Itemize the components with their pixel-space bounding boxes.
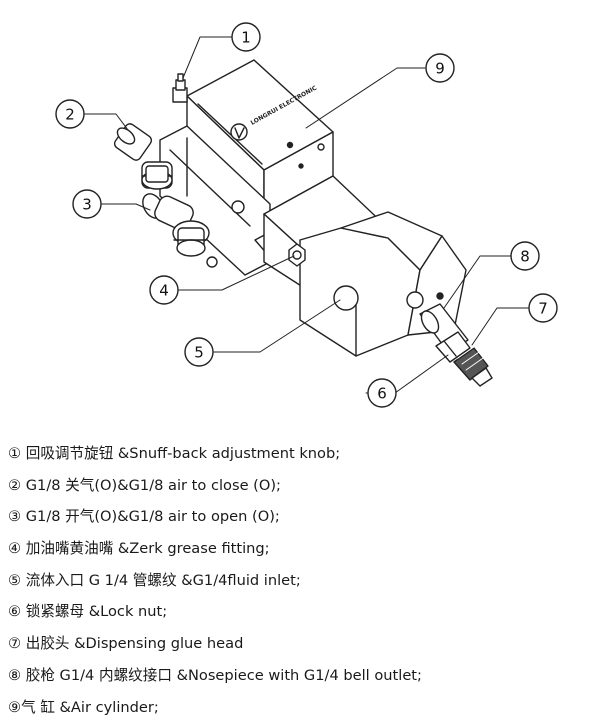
svg-text:1: 1 — [241, 29, 251, 47]
svg-text:4: 4 — [159, 282, 169, 300]
legend-item-4: ④ 加油嘴黄油嘴 &Zerk grease fitting; — [8, 540, 270, 558]
air-close-fitting — [113, 123, 173, 190]
legend-item-1: ① 回吸调节旋钮 &Snuff-back adjustment knob; — [8, 445, 341, 462]
svg-text:3: 3 — [82, 196, 92, 214]
svg-text:9: 9 — [435, 60, 445, 78]
callout-9: 9 — [425, 53, 455, 83]
legend-item-2: ② G1/8 关气(O)&G1/8 air to close (O); — [8, 476, 281, 494]
callout-8: 8 — [510, 241, 540, 271]
callout-5: 5 — [184, 337, 214, 367]
zerk-grease-fitting — [288, 243, 306, 267]
svg-text:7: 7 — [538, 300, 548, 318]
svg-text:8: 8 — [520, 248, 530, 266]
legend-item-6: ⑥ 锁紧螺母 &Lock nut; — [8, 603, 168, 621]
snuff-back-knob — [172, 73, 188, 103]
air-open-fitting — [142, 193, 210, 257]
svg-text:5: 5 — [194, 344, 204, 362]
callout-4: 4 — [149, 275, 179, 305]
callout-2: 2 — [55, 99, 85, 129]
callout-1: 1 — [231, 22, 261, 52]
svg-text:6: 6 — [377, 385, 387, 403]
legend-item-5: ⑤ 流体入口 G 1/4 管螺纹 &G1/4fluid inlet; — [8, 571, 301, 589]
parts-legend: ① 回吸调节旋钮 &Snuff-back adjustment knob; ② … — [8, 438, 583, 723]
svg-text:2: 2 — [65, 106, 75, 124]
legend-item-3: ③ G1/8 开气(O)&G1/8 air to open (O); — [8, 508, 280, 526]
callout-7: 7 — [528, 293, 558, 323]
legend-item-7: ⑦ 出胶头 &Dispensing glue head — [8, 635, 244, 653]
legend-item-9: ⑨气 缸 &Air cylinder; — [8, 698, 159, 716]
valve-diagram: LONGRUI ELECTRONIC — [55, 22, 558, 408]
callout-3: 3 — [72, 189, 102, 219]
fluid-block — [263, 175, 467, 357]
callout-6: 6 — [367, 378, 397, 408]
dispensing-head — [453, 343, 493, 387]
legend-item-8: ⑧ 胶枪 G1/4 内螺纹接口 &Nosepiece with G1/4 bel… — [8, 666, 422, 684]
